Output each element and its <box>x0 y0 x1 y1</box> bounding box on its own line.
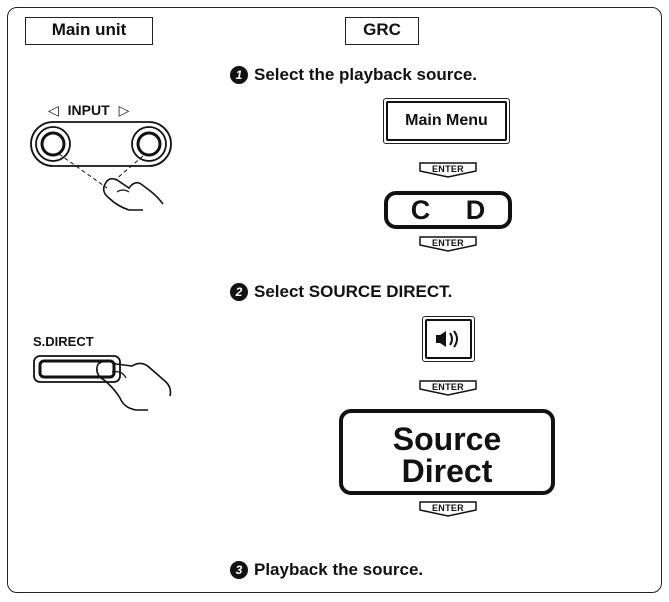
step-2: 2 Select SOURCE DIRECT. <box>230 282 452 302</box>
cd-label: C D <box>410 194 500 225</box>
step-3-number: 3 <box>230 561 248 579</box>
speaker-button[interactable] <box>422 316 475 362</box>
main-unit-header: Main unit <box>25 17 153 45</box>
cd-button[interactable]: C D <box>384 191 512 229</box>
enter-label-4: ENTER <box>431 503 464 513</box>
main-menu-button[interactable]: Main Menu <box>383 98 510 144</box>
enter-button-3[interactable]: ENTER <box>419 380 477 396</box>
speaker-button-inner <box>425 319 472 359</box>
enter-button-1[interactable]: ENTER <box>419 162 477 178</box>
step-1-text: Select the playback source. <box>254 65 477 84</box>
grc-header: GRC <box>345 17 419 45</box>
step-3-text: Playback the source. <box>254 560 424 579</box>
step-2-number: 2 <box>230 283 248 301</box>
source-direct-line2: Direct <box>401 453 493 489</box>
enter-button-2[interactable]: ENTER <box>419 236 477 252</box>
enter-arrow-icon <box>419 501 477 517</box>
input-arrow-left-icon: ◁ <box>48 102 59 118</box>
enter-label-2: ENTER <box>431 238 464 248</box>
step-2-text: Select SOURCE DIRECT. <box>254 282 453 301</box>
diagram-frame <box>7 7 662 593</box>
input-label-text: INPUT <box>67 102 110 118</box>
enter-arrow-icon <box>419 380 477 396</box>
enter-arrow-icon <box>419 236 477 252</box>
main-menu-label: Main Menu <box>386 101 507 141</box>
input-label: ◁ INPUT ▷ <box>48 102 129 119</box>
source-direct-button[interactable]: Source Direct <box>339 409 555 495</box>
input-arrow-right-icon: ▷ <box>118 102 130 118</box>
sdirect-label: S.DIRECT <box>33 334 94 349</box>
input-knobs-icon[interactable] <box>25 118 185 218</box>
enter-button-4[interactable]: ENTER <box>419 501 477 517</box>
step-1: 1 Select the playback source. <box>230 65 477 85</box>
enter-label-3: ENTER <box>431 382 464 392</box>
sdirect-button-icon[interactable] <box>28 350 178 416</box>
step-3: 3 Playback the source. <box>230 560 423 580</box>
speaker-icon <box>435 330 458 348</box>
source-direct-line1: Source <box>392 421 502 457</box>
enter-label-1: ENTER <box>431 164 464 174</box>
step-1-number: 1 <box>230 66 248 84</box>
enter-arrow-icon <box>419 162 477 178</box>
